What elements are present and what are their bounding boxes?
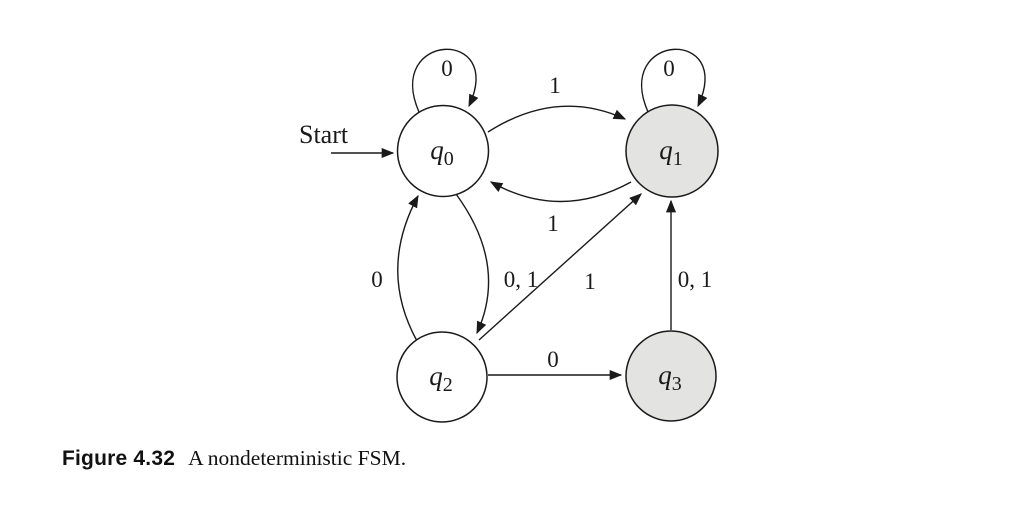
state-q0-circle <box>396 104 490 198</box>
states: q0 q1 q2 q3 <box>396 104 719 423</box>
state-q2-label: q2 <box>429 361 453 396</box>
state-q3-circle <box>625 330 717 422</box>
transition-label-q2-q0: 0 <box>371 267 383 292</box>
transition-edges <box>331 48 708 381</box>
transition-edge-q1-q0 <box>489 181 632 203</box>
transition-edge-q2-q1 <box>478 193 642 341</box>
figure-number: Figure 4.32 <box>62 447 176 470</box>
transition-label-q2-q3: 0 <box>547 347 559 372</box>
state-q1-name: q <box>659 135 673 165</box>
transition-edge-q2-q0 <box>397 194 419 342</box>
state-q1-label: q1 <box>659 135 683 170</box>
start-label: Start <box>299 120 349 149</box>
state-q0-subscript: 0 <box>444 148 454 170</box>
figure-caption-text: A nondeterministic FSM. <box>188 446 407 470</box>
state-q2-circle <box>396 331 488 423</box>
transition-label-q1-q0: 1 <box>547 211 559 236</box>
transition-label-q0-q1: 1 <box>549 73 561 98</box>
transition-edge-q0-q2 <box>455 193 490 335</box>
transition-label-q0-q0: 0 <box>441 56 453 81</box>
state-q0-name: q <box>430 135 444 165</box>
state-q3-subscript: 3 <box>672 373 682 395</box>
transition-label-q0-q2: 0, 1 <box>504 267 539 292</box>
transition-label-q2-q1: 1 <box>584 269 596 294</box>
transition-labels: 0 0 1 1 0 0, 1 1 0, 1 0 <box>371 56 712 372</box>
transition-label-q1-q1: 0 <box>663 56 675 81</box>
transition-edge-q0-q0-selfloop <box>412 48 479 113</box>
state-q2-subscript: 2 <box>443 374 453 396</box>
state-q2-name: q <box>429 361 443 391</box>
state-q1-subscript: 1 <box>673 148 683 170</box>
transition-label-q3-q1: 0, 1 <box>678 267 713 292</box>
figure-caption: Figure 4.32 A nondeterministic FSM. <box>62 446 406 471</box>
state-q0-label: q0 <box>430 135 454 170</box>
transition-edge-q1-q1-selfloop <box>641 48 708 113</box>
state-q3-name: q <box>658 360 672 390</box>
state-q3-label: q3 <box>658 360 682 395</box>
state-q1-circle <box>625 104 719 198</box>
transition-edge-q0-q1 <box>487 105 627 133</box>
